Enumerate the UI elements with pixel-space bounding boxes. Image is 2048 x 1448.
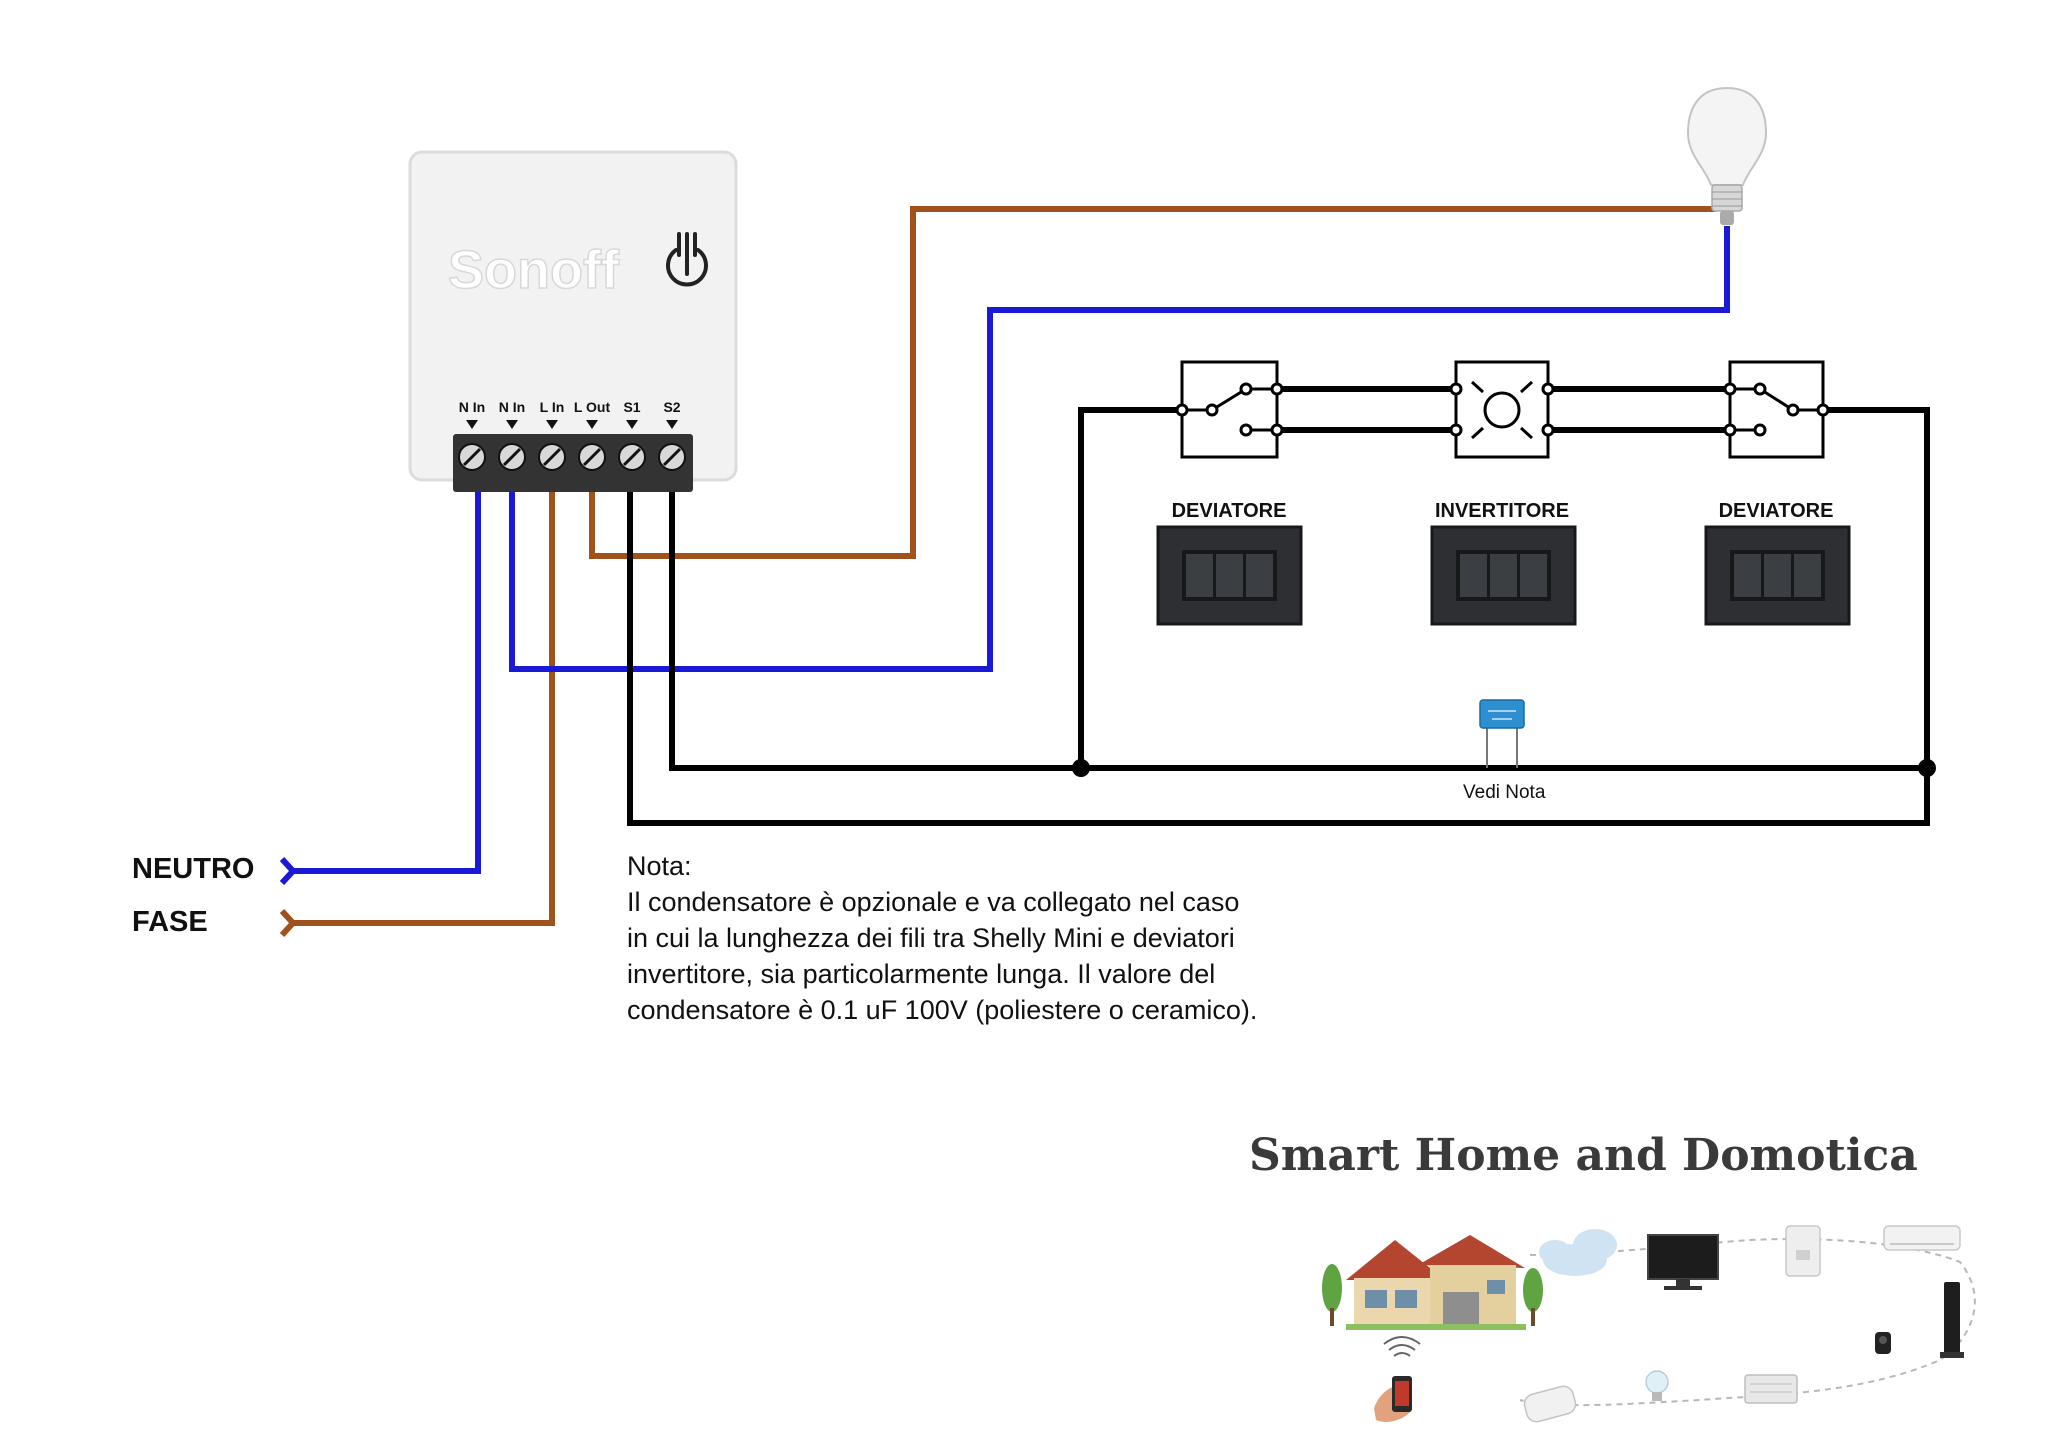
- note-line: in cui la lunghezza dei fili tra Shelly …: [627, 923, 1235, 953]
- lamp-phase-wire: [589, 206, 1715, 559]
- terminal-label: L In: [540, 399, 565, 415]
- note-line: Nota:: [627, 851, 692, 881]
- terminal-label: S1: [623, 399, 640, 415]
- power-icon: [666, 232, 708, 287]
- wall-switch-plate-1: [1156, 525, 1303, 626]
- junction-dot-left: [1072, 759, 1090, 777]
- terminal-label: L Out: [574, 399, 611, 415]
- lamp-neutral-wire: [509, 226, 1730, 672]
- screw-icon: [578, 443, 606, 471]
- switch-label: INVERTITORE: [1435, 500, 1569, 522]
- terminal-block: [453, 434, 693, 492]
- switch-wires: [627, 386, 1930, 826]
- camera-icon: [1875, 1332, 1891, 1354]
- phase-wires: [290, 206, 1715, 926]
- small-bulb-icon: [1645, 1370, 1669, 1401]
- phase-input-wire: [290, 492, 555, 926]
- router-icon: [1940, 1282, 1964, 1358]
- screw-icon: [498, 443, 526, 471]
- neutral-arrow-icon: [279, 856, 298, 886]
- smartphone-icon: [1374, 1376, 1412, 1422]
- wall-switch-plate-2: [1430, 525, 1577, 626]
- brand-title: Smart Home and Domotica: [1249, 1130, 1918, 1181]
- left-traveller-wire: [1078, 407, 1182, 768]
- house-icon: [1346, 1235, 1526, 1330]
- capacitor-label: Vedi Nota: [1463, 782, 1546, 803]
- neutral-label: NEUTRO: [132, 853, 255, 885]
- smart-plug-icon: [1744, 1374, 1798, 1404]
- screw-icon: [618, 443, 646, 471]
- neutral-input-wire: [290, 492, 481, 874]
- terminal-arrows: [466, 420, 678, 429]
- wall-switch-plate-3: [1704, 525, 1851, 626]
- s2-wire: [669, 492, 1081, 771]
- smart-home-illustration: [1322, 1225, 1976, 1423]
- note-line: condensatore è 0.1 uF 100V (poliestere o…: [627, 995, 1258, 1025]
- terminal-label: N In: [499, 399, 525, 415]
- switch-symbol-deviatore-2: [1723, 360, 1830, 459]
- switch-label: DEVIATORE: [1719, 500, 1834, 522]
- wifi-icon: [1383, 1336, 1421, 1357]
- neutral-wires: [290, 226, 1730, 874]
- relay-module-icon: [1523, 1385, 1577, 1423]
- switch-symbol-invertitore: [1449, 360, 1555, 459]
- terminal-screws: [458, 443, 686, 471]
- tv-icon: [1647, 1234, 1719, 1290]
- screw-icon: [458, 443, 486, 471]
- tree-icon: [1523, 1268, 1543, 1326]
- cloud-icon: [1539, 1229, 1617, 1276]
- device-logo: Sonoff: [448, 240, 620, 300]
- screw-icon: [658, 443, 686, 471]
- phase-label: FASE: [132, 906, 208, 938]
- junction-dot-right: [1918, 759, 1936, 777]
- switch-symbol-deviatore-1: [1175, 360, 1284, 459]
- note-text: Nota: Il condensatore è opzionale e va c…: [627, 848, 1387, 1028]
- terminal-label: S2: [663, 399, 680, 415]
- terminal-label: N In: [459, 399, 485, 415]
- smart-relay-device: Sonoff N In N In L In L Out S1 S2: [408, 150, 738, 492]
- phase-arrow-icon: [279, 908, 298, 938]
- s1-loop-wire: [627, 407, 1930, 826]
- tree-icon: [1322, 1264, 1342, 1326]
- note-line: Il condensatore è opzionale e va collega…: [627, 887, 1240, 917]
- switch-label: DEVIATORE: [1172, 500, 1287, 522]
- capacitor-icon: [1479, 699, 1525, 768]
- note-line: invertitore, sia particolarmente lunga. …: [627, 959, 1216, 989]
- light-bulb-icon: [1686, 86, 1768, 225]
- thermostat-icon: [1785, 1225, 1821, 1277]
- screw-icon: [538, 443, 566, 471]
- terminal-labels: N In N In L In L Out S1 S2: [459, 399, 681, 415]
- air-conditioner-icon: [1883, 1225, 1961, 1251]
